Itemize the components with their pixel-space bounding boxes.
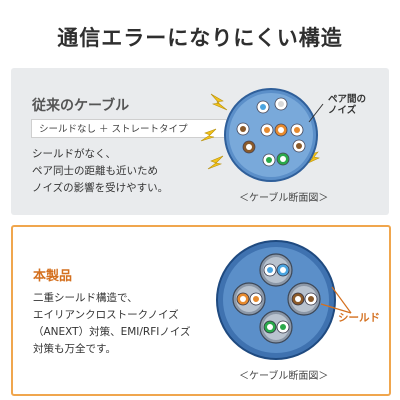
shielded-pair-right	[287, 282, 321, 316]
desc-line: 対策も万全です。	[33, 343, 116, 355]
desc-line: ノイズの影響を受けやすい。	[32, 182, 169, 194]
conventional-cable-cross-section	[200, 88, 324, 182]
desc-line: ペア同士の距離も近いため	[32, 165, 158, 177]
cross-section-caption: ＜ケーブル断面図＞	[239, 371, 329, 382]
product-cable-panel: 本製品 二重シールド構造で、 エイリアンクロストークノイズ （ANEXT）対策、…	[11, 225, 391, 396]
shielded-pair-bottom	[259, 310, 293, 344]
desc-line: エイリアンクロストークノイズ	[33, 309, 179, 321]
pair-noise-callout: ペア間の ノイズ	[328, 94, 366, 116]
wire-pair-top	[256, 97, 288, 114]
page-title: 通信エラーになりにくい構造	[57, 26, 343, 50]
desc-line: シールドがなく、	[32, 148, 116, 160]
wire-pair-center	[260, 123, 288, 137]
conventional-cable-tag: シールドなし ＋ ストレートタイプ	[31, 119, 227, 138]
callout-line: ノイズ	[328, 105, 357, 116]
shielded-pair-left	[232, 282, 266, 316]
desc-line: 二重シールド構造で、	[33, 292, 138, 304]
callout-line: ペア間の	[328, 94, 367, 105]
conventional-cable-description: シールドがなく、 ペア同士の距離も近いため ノイズの影響を受けやすい。	[32, 146, 168, 197]
product-description: 二重シールド構造で、 エイリアンクロストークノイズ （ANEXT）対策、EMI/…	[33, 290, 191, 358]
shielded-pair-top	[259, 253, 293, 287]
wire-pair-bottom	[262, 152, 290, 167]
cross-section-caption: ＜ケーブル断面図＞	[239, 193, 329, 204]
conventional-cable-panel: 従来のケーブル シールドなし ＋ ストレートタイプ シールドがなく、 ペア同士の…	[11, 68, 389, 215]
wire-pair-right	[290, 123, 306, 153]
product-cable-cross-section	[216, 240, 352, 360]
desc-line: （ANEXT）対策、EMI/RFIノイズ	[33, 326, 191, 338]
wire-pair-left	[236, 122, 256, 154]
shield-callout: シールド	[338, 312, 380, 324]
conventional-cable-heading: 従来のケーブル	[32, 98, 130, 114]
product-heading: 本製品	[33, 269, 73, 284]
